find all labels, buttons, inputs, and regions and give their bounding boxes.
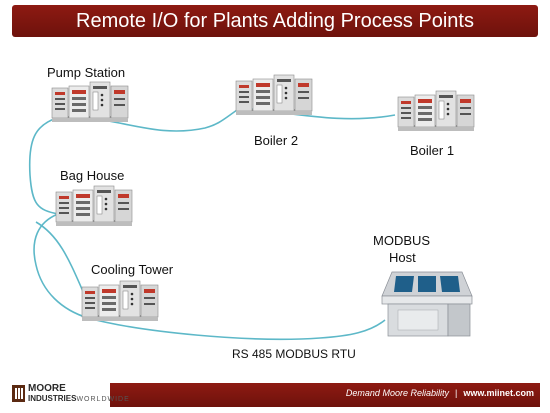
logo-line-1: MOORE <box>28 383 66 394</box>
company-logo: MOORE INDUSTRIESWORLDWIDE <box>10 383 129 407</box>
logo-industries: INDUSTRIES <box>28 394 77 403</box>
tagline-separator: | <box>454 388 458 398</box>
label-modbus-host-line2: Host <box>389 250 416 265</box>
label-cooling-tower: Cooling Tower <box>91 262 174 277</box>
rs485-cable-branch-boiler <box>56 107 396 132</box>
label-network: RS 485 MODBUS RTU <box>232 347 356 361</box>
io-module-cooling-tower <box>81 280 159 322</box>
tagline-text: Demand Moore Reliability <box>345 388 449 398</box>
io-module-pump-station <box>51 81 129 123</box>
label-boiler-1: Boiler 1 <box>410 143 455 158</box>
modbus-host-console <box>381 271 473 337</box>
rs485-cable-branch-cooling <box>35 221 86 297</box>
io-module-boiler-2 <box>235 74 313 116</box>
slide-title: Remote I/O for Plants Adding Process Poi… <box>76 9 474 32</box>
logo-worldwide: WORLDWIDE <box>76 396 130 403</box>
label-modbus-host-line1: MODBUS <box>373 233 431 248</box>
logo-line-2: INDUSTRIESWORLDWIDE <box>28 394 130 404</box>
logo-mark-icon <box>12 385 25 402</box>
rs485-cable <box>28 117 386 341</box>
label-boiler-2: Boiler 2 <box>254 133 299 148</box>
title-bar: Remote I/O for Plants Adding Process Poi… <box>12 5 538 37</box>
website-link[interactable]: www.miinet.com <box>463 388 534 398</box>
label-bag-house: Bag House <box>60 168 125 183</box>
footer-tagline: Demand Moore Reliability | www.miinet.com <box>346 388 534 398</box>
label-pump-station: Pump Station <box>47 65 126 80</box>
io-module-boiler-1 <box>397 90 475 132</box>
io-module-bag-house <box>55 185 133 227</box>
